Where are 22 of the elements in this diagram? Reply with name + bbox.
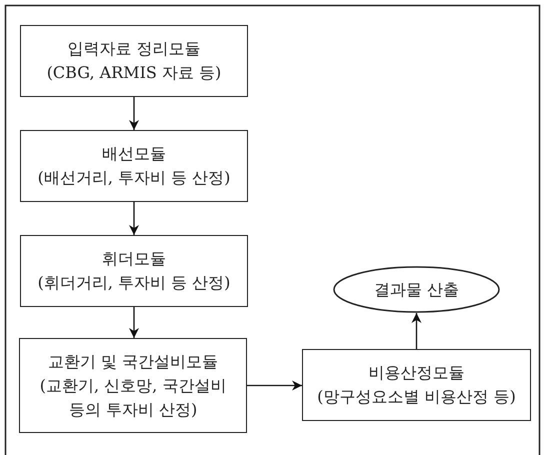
process-box (20, 130, 248, 202)
arrow (412, 313, 422, 349)
box-description: (배선거리, 투자비 등 산정) (38, 167, 230, 189)
process-box (20, 25, 248, 97)
box-description: (망구성요소별 비용산정 등) (317, 386, 516, 408)
arrow (247, 380, 302, 390)
process-box (20, 235, 248, 307)
process-box (19, 338, 247, 433)
box-title: 결과물 산출 (374, 278, 460, 300)
box-description: (휘더거리, 투자비 등 산정) (38, 272, 230, 294)
box-description: (교환기, 신호망, 국간설비 등의 투자비 산정) (38, 374, 228, 420)
box-title: 배선모듈 (102, 143, 166, 165)
terminal-ellipse (333, 266, 500, 313)
box-title: 비용산정모듈 (368, 362, 464, 384)
box-description: (CBG, ARMIS 자료 등) (46, 62, 222, 84)
arrow (129, 202, 139, 235)
process-box (302, 349, 531, 421)
box-title: 교환기 및 국간설비모듈 (48, 350, 218, 372)
arrow (129, 307, 139, 338)
arrow (129, 97, 139, 130)
box-title: 휘더모듈 (102, 248, 166, 270)
box-title: 입력자료 정리모듈 (67, 38, 201, 60)
